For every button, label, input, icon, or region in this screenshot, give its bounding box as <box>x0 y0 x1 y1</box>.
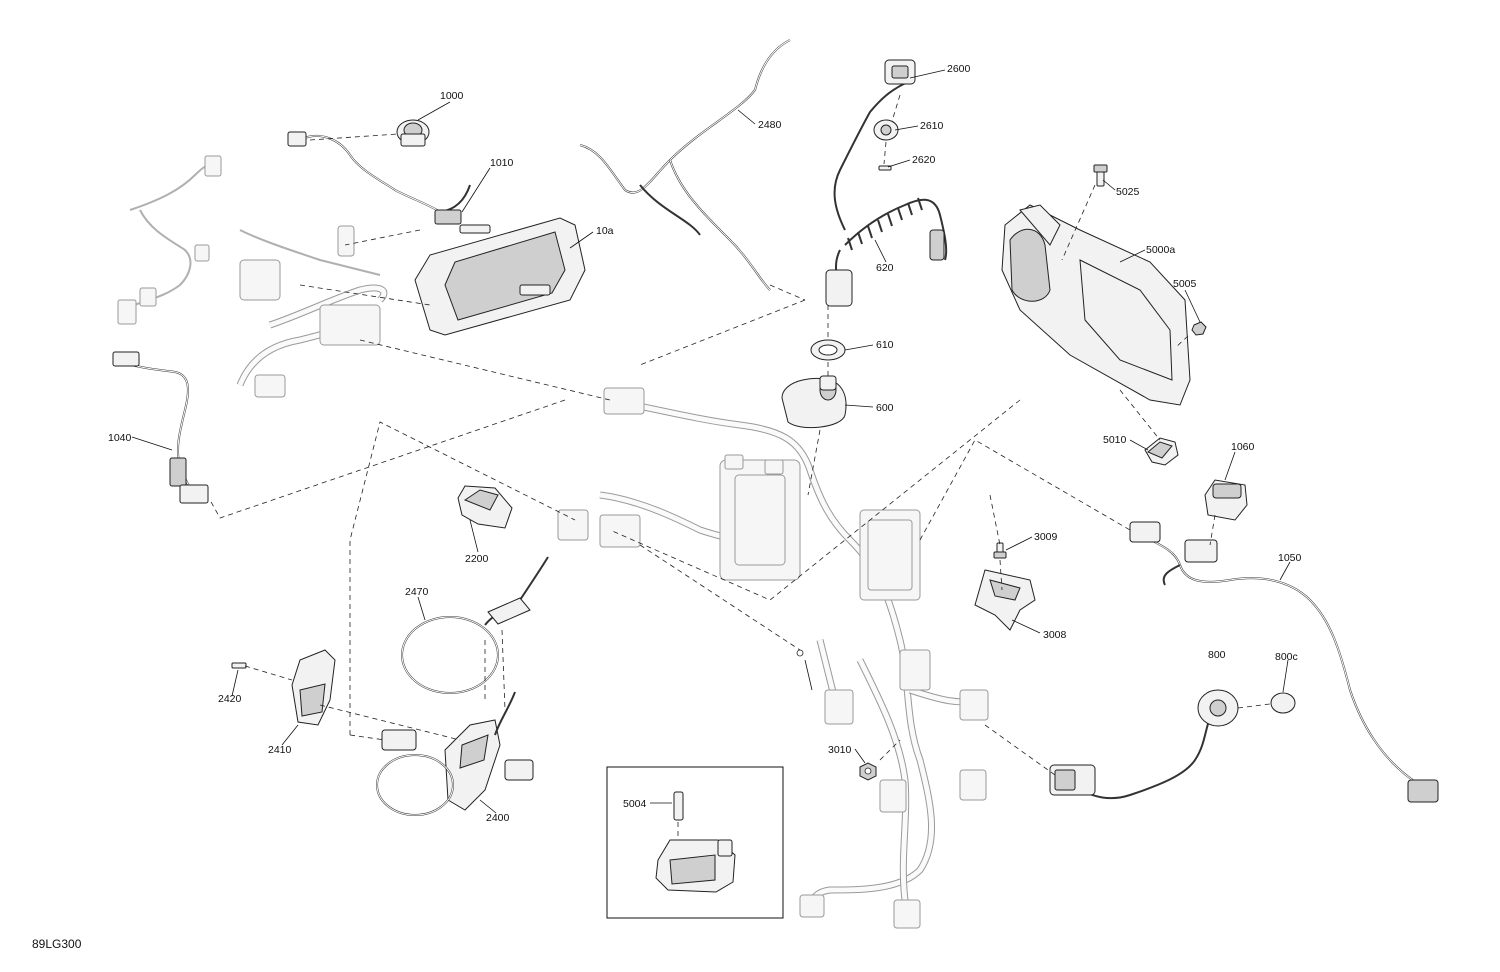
diagram-code: 89LG300 <box>32 937 82 951</box>
part-3009-screw <box>993 542 1007 559</box>
part-800-socket <box>1049 689 1239 800</box>
part-2410-housing <box>291 649 336 726</box>
callout-2600: 2600 <box>947 63 971 75</box>
part-600-socket <box>781 375 847 429</box>
callout-620: 620 <box>876 262 894 274</box>
part-1010-harness <box>287 131 471 225</box>
callout-3008: 3008 <box>1043 629 1067 641</box>
part-3010-nut <box>859 762 877 781</box>
part-610-ring <box>810 339 846 361</box>
part-620-coiled-cord <box>825 197 948 307</box>
callout-5004: 5004 <box>623 798 647 810</box>
callout-2420: 2420 <box>218 693 242 705</box>
part-2480-cable <box>579 39 791 291</box>
part-2200-sensor <box>457 485 513 529</box>
reference-lines <box>209 94 1271 776</box>
part-10a-display-cluster <box>414 217 586 336</box>
part-1000-switch <box>396 119 430 147</box>
main-wiring-harness <box>557 387 989 929</box>
callout-2200: 2200 <box>465 553 489 565</box>
callout-5025: 5025 <box>1116 186 1140 198</box>
part-5005-nut <box>1191 321 1207 336</box>
callout-2620: 2620 <box>912 154 936 166</box>
callout-5005: 5005 <box>1173 278 1197 290</box>
part-5010-bracket <box>1144 437 1179 466</box>
callout-2400: 2400 <box>486 812 510 824</box>
part-1050-harness <box>1129 521 1439 803</box>
callout-800c: 800c <box>1275 651 1298 663</box>
leader-lines <box>131 69 1291 814</box>
callout-5010: 5010 <box>1103 434 1127 446</box>
callout-1060: 1060 <box>1231 441 1255 453</box>
part-2420-pin <box>231 662 247 669</box>
inset-detail-box <box>606 766 784 919</box>
callout-2610: 2610 <box>920 120 944 132</box>
part-1060-switch <box>1204 479 1248 521</box>
left-harness-branch <box>117 155 388 398</box>
callout-3009: 3009 <box>1034 531 1058 543</box>
callout-2410: 2410 <box>268 744 292 756</box>
callout-2480: 2480 <box>758 119 782 131</box>
callout-800: 800 <box>1208 649 1226 661</box>
part-5025-bolt <box>1093 164 1108 187</box>
callout-2470: 2470 <box>405 586 429 598</box>
part-2600-connector <box>833 59 916 231</box>
callout-labels: 1000 1010 10a 2480 2600 2610 2620 5025 6… <box>32 63 1302 951</box>
callout-1050: 1050 <box>1278 552 1302 564</box>
callout-1040: 1040 <box>108 432 132 444</box>
callout-3010: 3010 <box>828 744 852 756</box>
callout-5000a: 5000a <box>1146 244 1175 256</box>
callout-600: 600 <box>876 402 894 414</box>
part-1040-harness <box>112 351 209 504</box>
part-5000a-module <box>1001 204 1191 406</box>
callout-1000: 1000 <box>440 90 464 102</box>
callout-1010: 1010 <box>490 157 514 169</box>
part-2610-clip <box>873 119 899 141</box>
part-2470-cable <box>401 556 549 694</box>
part-800c-cap <box>1270 692 1296 714</box>
callout-610: 610 <box>876 339 894 351</box>
callout-10a: 10a <box>596 225 614 237</box>
part-2400-control <box>376 691 534 816</box>
part-3008-bracket <box>974 569 1036 631</box>
